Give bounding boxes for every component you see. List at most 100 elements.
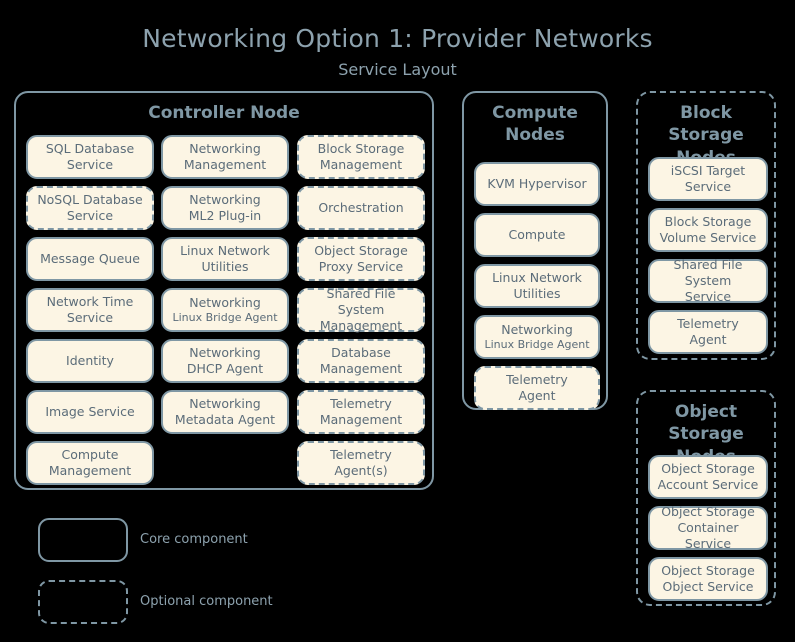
component-box[interactable]: Orchestration [297, 186, 425, 230]
group-block-storage-nodes: Block Storage Nodes iSCSI TargetServiceB… [636, 91, 776, 360]
component-label-line2: Management [319, 361, 403, 376]
component-label-line1: SQL Database [45, 141, 135, 157]
component-label-line2: Management [183, 157, 267, 172]
component-label-line1: Networking [189, 192, 261, 208]
component-label-line2: Agent [689, 332, 727, 347]
component-label-line2: Management [319, 157, 403, 172]
component-label-line2: Agent [518, 388, 556, 403]
component-label-line1: Linux Network [180, 243, 270, 259]
component-label-line1: iSCSI Target [670, 163, 746, 179]
component-label-line1: Compute [61, 447, 119, 463]
component-label-line2: Proxy Service [318, 259, 404, 274]
group-object-storage-nodes: Object Storage Nodes Object StorageAccou… [636, 390, 776, 606]
component-label-line1: Image Service [45, 404, 135, 420]
component-label-line2: DHCP Agent [186, 361, 264, 376]
component-label-line1: NoSQL Database [37, 192, 143, 208]
group-title-controller-node: Controller Node [148, 103, 300, 123]
component-label-line2: Linux Bridge Agent [172, 310, 278, 324]
component-label-line2: Agent(s) [334, 463, 388, 478]
component-label-line2: Service [66, 157, 114, 172]
page-title: Networking Option 1: Provider Networks [142, 24, 653, 53]
component-label-line2: Utilities [201, 259, 249, 274]
component-label-line1: Telemetry [330, 396, 392, 412]
component-box[interactable]: Image Service [26, 390, 154, 434]
legend-swatch-core [38, 518, 128, 562]
component-label-line1: Compute [508, 227, 566, 243]
component-label-line1: Message Queue [40, 251, 140, 267]
component-label-line2: Service [66, 310, 114, 325]
component-label-line1: Identity [66, 353, 114, 369]
component-label-line2: ML2 Plug-in [188, 208, 262, 223]
component-label-line2: Service [684, 288, 732, 304]
component-label-line1: Shared File System [673, 257, 743, 289]
component-label-line2: Management [319, 412, 403, 427]
group-title-compute-nodes: Compute Nodes [492, 103, 578, 146]
component-label-line2: Account Service [657, 477, 759, 492]
component-label-line2: Management [48, 463, 132, 478]
component-box[interactable]: KVM Hypervisor [474, 162, 600, 206]
component-label-line2: Service [684, 179, 732, 194]
component-label-line2: Object Service [662, 579, 754, 594]
component-label-line2: Volume Service [659, 230, 757, 245]
component-box[interactable]: Compute [474, 213, 600, 257]
component-label-line2: Metadata Agent [174, 412, 276, 427]
component-label-line1: Networking [189, 295, 261, 311]
component-label-line1: Object Storage [314, 243, 408, 259]
component-label-line1: Object Storage [661, 461, 755, 477]
component-label-line1: Networking [189, 396, 261, 412]
component-label-line1: Networking [189, 345, 261, 361]
component-label-line2: Management [319, 317, 403, 333]
component-label-line2: Container Service [677, 520, 739, 551]
component-box[interactable]: Message Queue [26, 237, 154, 281]
component-label-line1: Object Storage [661, 563, 755, 579]
component-label-line1: Networking [501, 322, 573, 338]
component-label-line2: Service [66, 208, 114, 223]
component-label-line1: Object Storage [661, 504, 755, 520]
component-label-line1: Telemetry [330, 447, 392, 463]
component-label-line1: Network Time [46, 294, 134, 310]
component-label-line1: Block Storage [317, 141, 405, 157]
page-subtitle: Service Layout [338, 60, 457, 79]
legend-swatch-optional [38, 580, 128, 624]
legend-label-core: Core component [140, 532, 248, 547]
component-label-line1: Linux Network [492, 270, 582, 286]
component-box[interactable]: Identity [26, 339, 154, 383]
component-label-line2: Utilities [513, 286, 561, 301]
component-label-line1: KVM Hypervisor [487, 176, 587, 192]
component-label-line1: Telemetry [677, 316, 739, 332]
component-label-line1: Block Storage [664, 214, 752, 230]
legend-label-optional: Optional component [140, 594, 273, 609]
component-label-line1: Orchestration [318, 200, 404, 216]
component-label-line1: Shared File System [326, 286, 396, 318]
component-label-line2: Linux Bridge Agent [484, 337, 590, 351]
component-label-line1: Database [331, 345, 391, 361]
